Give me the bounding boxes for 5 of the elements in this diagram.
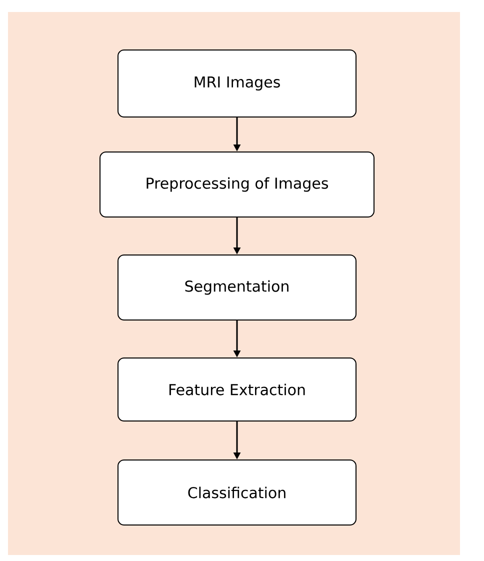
- process-box: Feature Extraction: [118, 358, 356, 422]
- process-box: Segmentation: [118, 254, 356, 320]
- process-box: MRI Images: [118, 50, 356, 118]
- process-box: Classification: [118, 460, 356, 526]
- process-box: Preprocessing of Images: [100, 152, 374, 218]
